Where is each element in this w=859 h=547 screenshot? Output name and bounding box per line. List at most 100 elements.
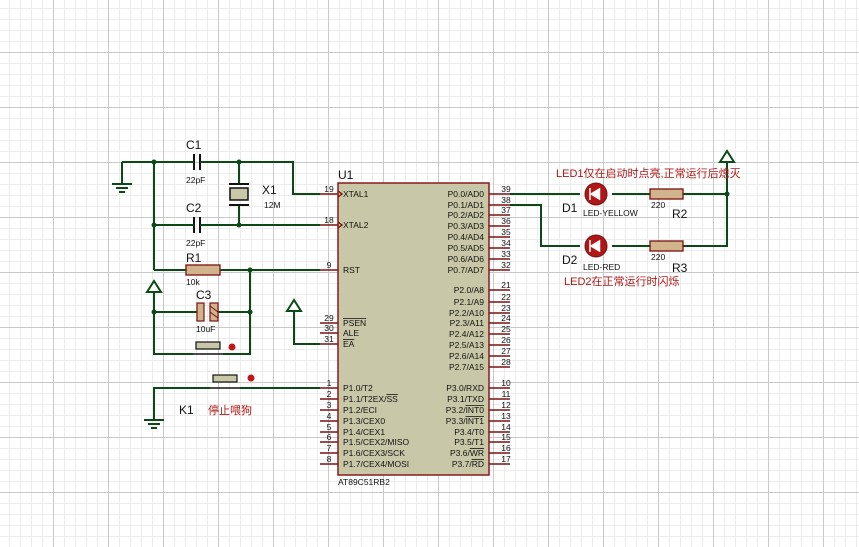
pin-number: 8 (327, 454, 332, 464)
button-k1[interactable] (210, 374, 255, 389)
r1-ref: R1 (186, 251, 202, 265)
pin-number: 15 (501, 432, 511, 442)
pin-number: 37 (501, 205, 511, 215)
x1-ref: X1 (262, 183, 277, 197)
pin-number: 3 (327, 400, 332, 410)
pin-number: 34 (501, 238, 511, 248)
pin-name: P1.4/CEX1 (343, 427, 385, 437)
wires (121, 161, 728, 420)
led-d1[interactable] (584, 182, 608, 206)
led1-note: LED1仅在启动时点亮,正常运行后熄灭 (556, 166, 741, 180)
resistor-r3[interactable] (649, 240, 684, 252)
pin-name: P1.5/CEX2/MISO (343, 437, 410, 447)
led-d2[interactable] (584, 234, 608, 258)
c3-ref: C3 (196, 288, 212, 302)
capacitor-c1[interactable] (189, 154, 205, 170)
pin-number: 23 (501, 303, 511, 313)
capacitor-c2[interactable] (189, 217, 205, 233)
pin-number: 32 (501, 260, 511, 270)
c2-value: 22pF (186, 238, 205, 248)
led2-note: LED2在正常运行时闪烁 (564, 274, 680, 288)
pin-name: PSEN (343, 318, 366, 328)
r2-ref: R2 (672, 207, 688, 221)
chip-u1[interactable] (337, 182, 490, 476)
pin-name: P1.3/CEX0 (343, 416, 385, 426)
resistor-r1[interactable] (185, 264, 221, 276)
pin-name: P3.6/WR (450, 448, 484, 458)
pin-number: 28 (501, 357, 511, 367)
pin-number: 38 (501, 195, 511, 205)
reset-button[interactable] (193, 341, 236, 355)
capacitor-c3[interactable] (196, 302, 219, 322)
pin-number: 13 (501, 411, 511, 421)
pin-number: 10 (501, 378, 511, 388)
pin-number: 7 (327, 443, 332, 453)
pin-name: P0.7/AD7 (448, 265, 485, 275)
pin-name: P1.7/CEX4/MOSI (343, 459, 409, 469)
pin-name: P0.4/AD4 (448, 232, 485, 242)
chip-part: AT89C51RB2 (338, 477, 390, 487)
ground-icon (112, 183, 132, 193)
pin-name: P0.1/AD1 (448, 200, 485, 210)
resistor-r2[interactable] (649, 188, 684, 200)
pin-number: 36 (501, 216, 511, 226)
pin-name: P0.5/AD5 (448, 243, 485, 253)
c2-ref: C2 (186, 201, 202, 215)
pin-name: EA (343, 339, 355, 349)
x1-value: 12M (264, 200, 281, 210)
pin-name: P2.0/A8 (454, 285, 485, 295)
pin-name: P3.7/RD (452, 459, 484, 469)
pin-name: P2.7/A15 (449, 362, 484, 372)
junction-dots (151, 159, 730, 315)
pin-name: P1.0/T2 (343, 383, 373, 393)
ground-icon (144, 419, 164, 429)
c1-value: 22pF (186, 175, 205, 185)
pin-number: 16 (501, 443, 511, 453)
crystal-x1[interactable] (229, 183, 249, 206)
pin-number: 25 (501, 324, 511, 334)
power-arrow-icon (145, 279, 163, 293)
pin-number: 5 (327, 422, 332, 432)
pin-name: P2.3/A11 (450, 318, 485, 328)
pin-name: P3.1/TXD (447, 394, 484, 404)
